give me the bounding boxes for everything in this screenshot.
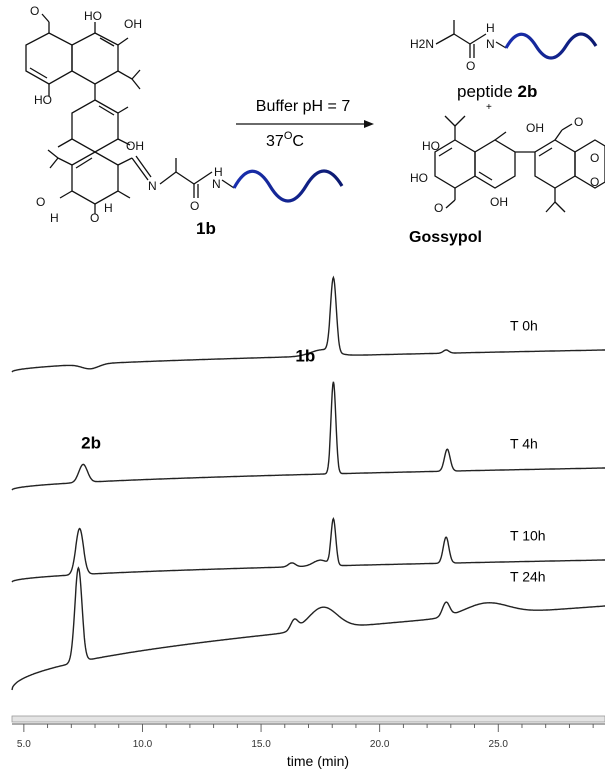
- chromatogram-plot: T 0h T 4h T 10h T 24h 1b 2b 5.0 10.0 15.0 20.0 2…: [11, 275, 605, 769]
- atom-h-2: H: [104, 201, 113, 215]
- product-peptide-number: 2b: [518, 82, 538, 101]
- peak-labels: 1b 2b: [81, 347, 315, 453]
- trace-label-3: T 24h: [510, 569, 546, 585]
- x-tick-label: 5.0: [17, 739, 31, 750]
- trace-label-0: T 0h: [510, 317, 538, 333]
- trace-line-0: [11, 275, 605, 373]
- chromatogram-traces: [11, 275, 605, 691]
- atom-h-1: H: [50, 211, 59, 225]
- atom-o-5: O: [466, 59, 475, 73]
- x-axis-ticks: 5.0 10.0 15.0 20.0 25.0: [17, 724, 594, 750]
- atom-h2n: H2N: [410, 37, 434, 51]
- condition-temperature: 37OC: [266, 130, 304, 150]
- reaction-arrow: [236, 120, 374, 128]
- condition-buffer: Buffer pH = 7: [256, 98, 351, 115]
- x-axis-label: time (min): [287, 753, 349, 769]
- atom-n-1: N: [148, 179, 157, 193]
- atom-o-4: O: [190, 199, 199, 213]
- reactant-1b-structure: HO OH O HO OH O H O H: [25, 4, 344, 238]
- trace-line-3: [11, 566, 605, 691]
- trace-labels: T 0h T 4h T 10h T 24h: [510, 317, 546, 584]
- x-tick-label: 15.0: [251, 739, 271, 750]
- atom-h-3: H: [214, 165, 223, 179]
- product-peptide-structure: H2N O H N peptide 2b +: [410, 20, 598, 113]
- peak-label-0: 1b: [295, 347, 315, 366]
- peptide-wave-1: [232, 169, 344, 203]
- product-gossypol-structure: HO HO O OH OH O O O Gossypol: [409, 115, 605, 246]
- atom-ho-4: HO: [410, 171, 428, 185]
- trace-label-2: T 10h: [510, 527, 546, 543]
- reactant-label: 1b: [196, 219, 216, 238]
- atom-h-4: H: [486, 21, 495, 35]
- atom-o-2: O: [36, 195, 45, 209]
- x-tick-label: 25.0: [489, 739, 509, 750]
- atom-n-2: N: [212, 177, 221, 191]
- x-tick-label: 20.0: [370, 739, 390, 750]
- x-axis-band: [11, 715, 605, 723]
- x-tick-label: 10.0: [133, 739, 153, 750]
- condition-temperature-unit: C: [292, 133, 304, 150]
- atom-ho-2: HO: [34, 93, 52, 107]
- atom-o-6: O: [434, 201, 443, 215]
- atom-ho-3: HO: [422, 139, 440, 153]
- trace-label-1: T 4h: [510, 435, 538, 451]
- reaction-scheme: HO OH O HO OH O H O H: [25, 4, 605, 246]
- atom-o-8: O: [590, 151, 599, 165]
- atom-oh-4: OH: [526, 121, 544, 135]
- trace-line-1: [11, 381, 605, 491]
- atom-oh-3: OH: [490, 195, 508, 209]
- atom-n-3: N: [486, 37, 495, 51]
- product-gossypol-label: Gossypol: [409, 229, 482, 246]
- trace-line-2: [11, 516, 605, 583]
- product-peptide-prefix: peptide: [457, 82, 518, 101]
- peptide-wave-2: [504, 32, 598, 60]
- atom-oh-1: OH: [124, 17, 142, 31]
- x-axis: 5.0 10.0 15.0 20.0 25.0 time (min): [11, 715, 605, 769]
- atom-o-3: O: [90, 211, 99, 225]
- atom-o-7: O: [574, 115, 583, 129]
- atom-o-1: O: [30, 4, 39, 18]
- atom-oh-2: OH: [126, 139, 144, 153]
- atom-o-9: O: [590, 175, 599, 189]
- peak-label-1: 2b: [81, 433, 101, 452]
- atom-ho-1: HO: [84, 9, 102, 23]
- product-peptide-label: peptide 2b: [457, 82, 537, 101]
- condition-temperature-value: 37: [266, 133, 284, 150]
- condition-temperature-degree: O: [284, 130, 293, 142]
- plus-sign: +: [486, 102, 492, 113]
